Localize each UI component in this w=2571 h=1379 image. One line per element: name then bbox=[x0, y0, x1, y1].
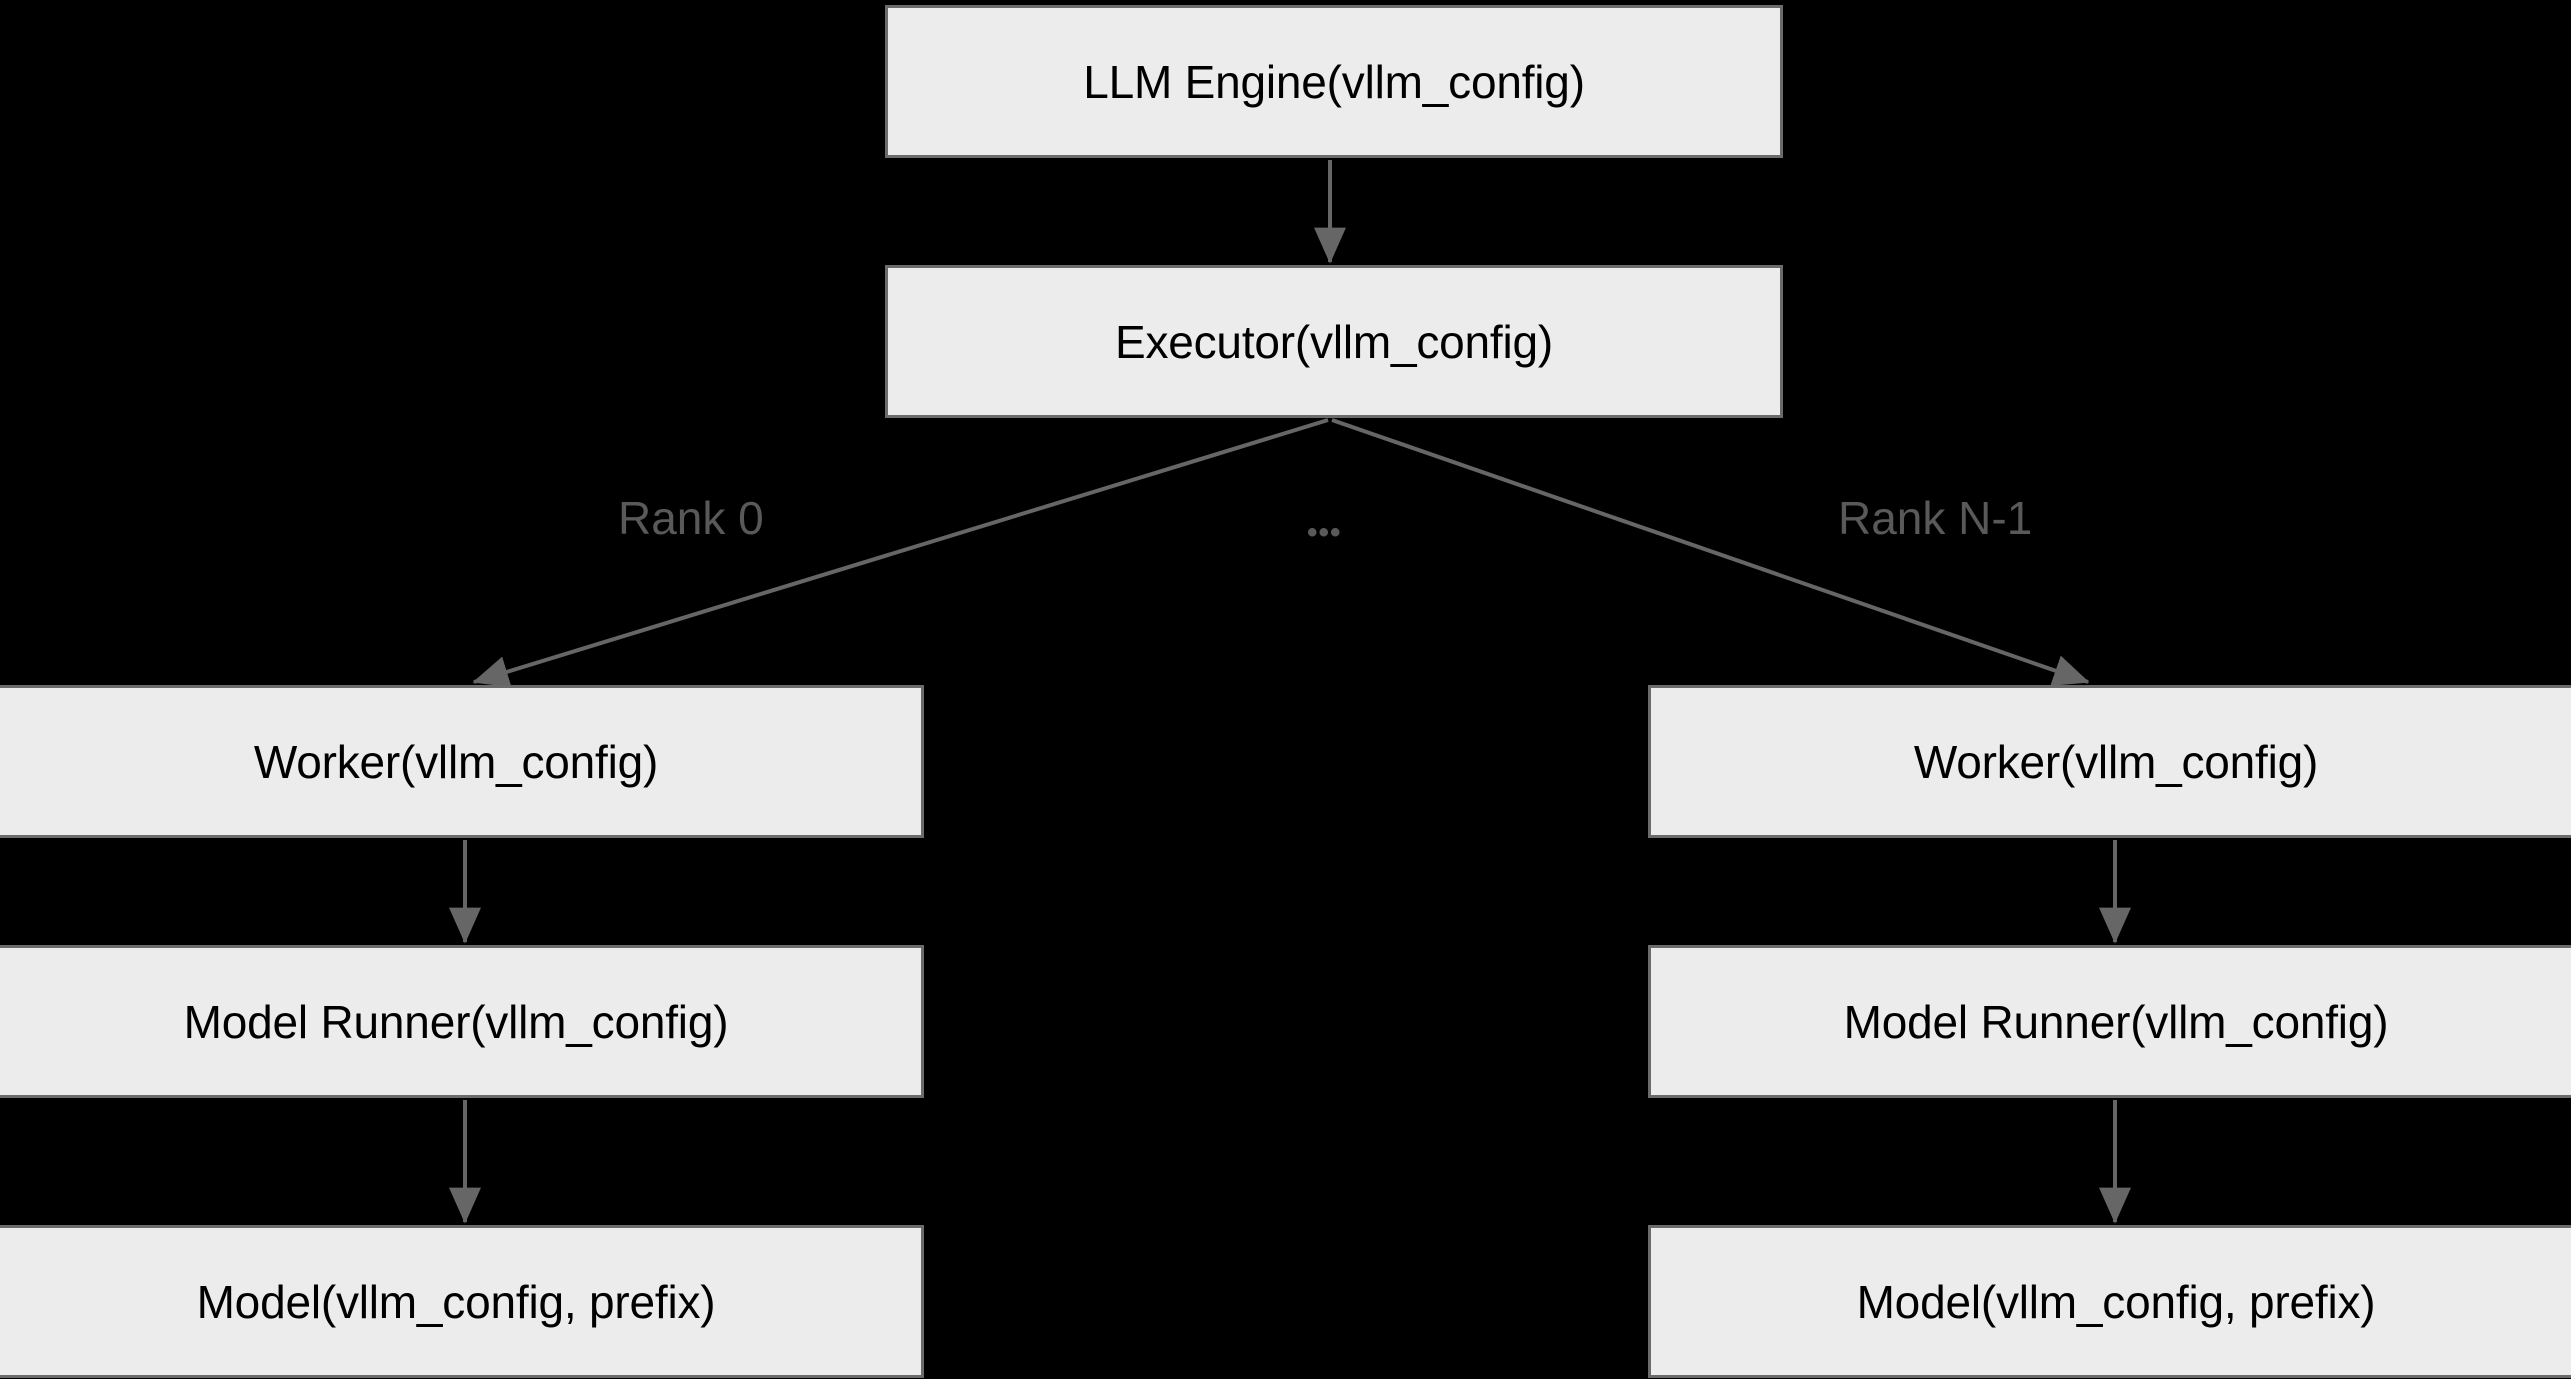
node-worker-rank-n-1-label: Worker(vllm_config) bbox=[1913, 735, 2319, 788]
node-model-rank-n-1-label: Model(vllm_config, prefix) bbox=[1856, 1275, 2376, 1328]
node-model-rank-0[interactable]: Model(vllm_config, prefix) bbox=[0, 1225, 924, 1378]
node-model-rank-n-1[interactable]: Model(vllm_config, prefix) bbox=[1648, 1225, 2571, 1378]
edge-label-rank-n-1: Rank N-1 bbox=[1838, 492, 2033, 544]
node-executor-label: Executor(vllm_config) bbox=[1114, 315, 1554, 368]
node-worker-rank-0[interactable]: Worker(vllm_config) bbox=[0, 685, 924, 838]
node-model-rank-0-label: Model(vllm_config, prefix) bbox=[196, 1275, 716, 1328]
edge-executor-to-worker-right bbox=[1331, 418, 2090, 686]
node-llm-engine-label: LLM Engine(vllm_config) bbox=[1083, 55, 1585, 108]
node-model-runner-rank-n-1-label: Model Runner(vllm_config) bbox=[1843, 995, 2389, 1048]
edge-executor-to-worker-left bbox=[472, 418, 1329, 688]
node-llm-engine[interactable]: LLM Engine(vllm_config) bbox=[885, 5, 1783, 158]
node-model-runner-rank-0[interactable]: Model Runner(vllm_config) bbox=[0, 945, 924, 1098]
node-worker-rank-n-1[interactable]: Worker(vllm_config) bbox=[1648, 685, 2571, 838]
edge-label-rank-ellipsis: ••• bbox=[1307, 516, 1342, 549]
node-model-runner-rank-n-1[interactable]: Model Runner(vllm_config) bbox=[1648, 945, 2571, 1098]
node-model-runner-rank-0-label: Model Runner(vllm_config) bbox=[183, 995, 729, 1048]
node-executor[interactable]: Executor(vllm_config) bbox=[885, 265, 1783, 418]
edge-label-rank-0: Rank 0 bbox=[618, 492, 764, 544]
node-worker-rank-0-label: Worker(vllm_config) bbox=[253, 735, 659, 788]
